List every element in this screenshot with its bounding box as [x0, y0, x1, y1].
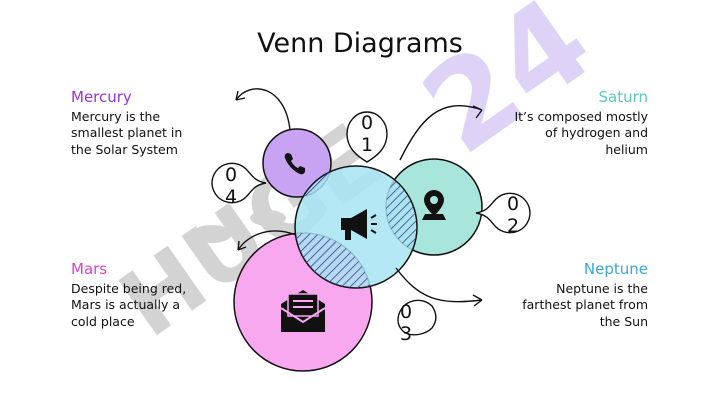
phone-icon — [284, 153, 305, 175]
mars-desc: Despite being red, Mars is actually a co… — [71, 281, 187, 329]
saturn-desc: It’s composed mostly of hydrogen and hel… — [514, 109, 648, 157]
mercury-label: Mercury Mercury is the smallest planet i… — [71, 88, 206, 158]
page-title: Venn Diagrams — [257, 28, 463, 59]
neptune-name: Neptune — [583, 260, 648, 278]
neptune-label: Neptune Neptune is the farthest planet f… — [513, 260, 648, 330]
mars-label: Mars Despite being red, Mars is actually… — [71, 260, 206, 330]
location-pin-icon — [422, 190, 446, 220]
mars-name: Mars — [71, 260, 108, 278]
number-tags — [211, 111, 531, 336]
saturn-label: Saturn It’s composed mostly of hydrogen … — [513, 88, 648, 158]
mercury-circle — [262, 128, 332, 198]
connector-arrows — [235, 88, 483, 307]
megaphone-icon — [341, 209, 377, 240]
saturn-name: Saturn — [598, 88, 648, 106]
mercury-name: Mercury — [71, 88, 132, 106]
mail-icon — [280, 290, 326, 332]
neptune-desc: Neptune is the farthest planet from the … — [522, 281, 648, 329]
mercury-desc: Mercury is the smallest planet in the So… — [71, 109, 183, 157]
